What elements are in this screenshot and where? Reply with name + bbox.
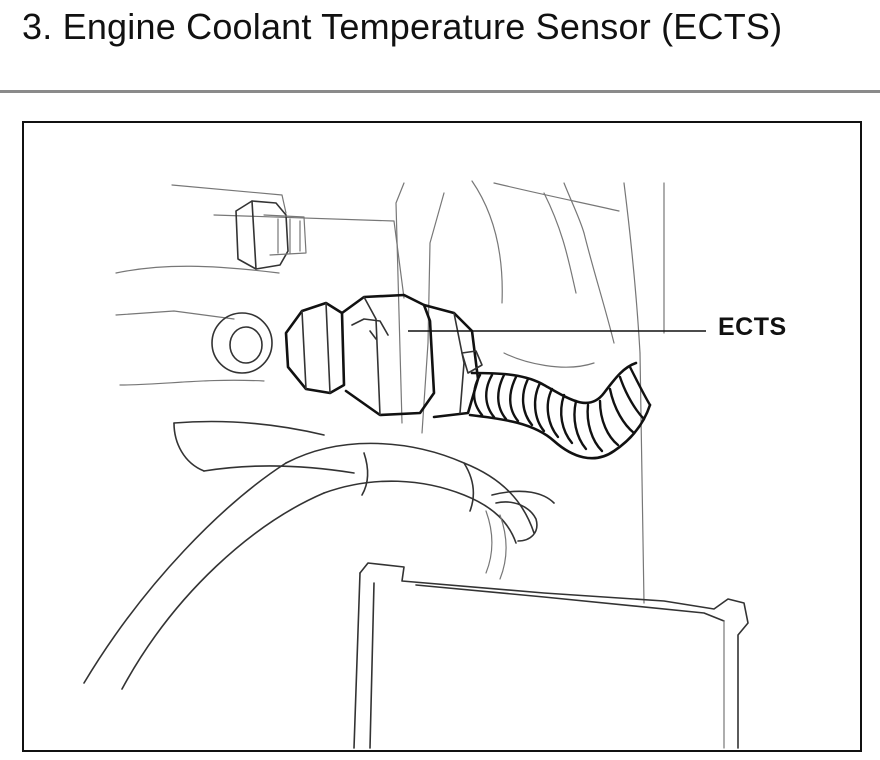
wiring-harness (468, 361, 652, 460)
page-title: 3. Engine Coolant Temperature Sensor (EC… (22, 6, 783, 47)
title-divider (0, 90, 880, 93)
ects-callout-label: ECTS (718, 313, 787, 341)
thermostat-housing (353, 562, 749, 749)
mounting-boss (211, 312, 273, 374)
engine-illustration (83, 180, 749, 749)
engine-block-outline (115, 180, 665, 604)
engine-coolant-temperature-sensor (284, 293, 483, 419)
ects-location-figure: ECTS (22, 121, 862, 752)
coolant-hose (83, 420, 555, 690)
hex-bolt (235, 200, 307, 270)
